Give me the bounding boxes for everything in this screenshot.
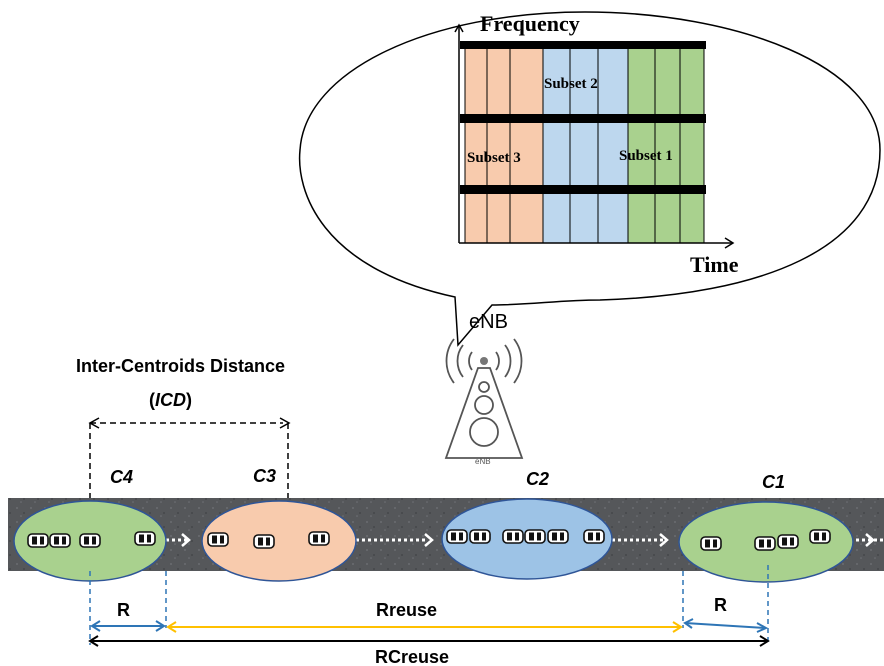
cluster-label-c2: C2 [526, 469, 549, 489]
rreuse-label: Rreuse [376, 600, 437, 620]
enb-icon-caption: eNB [475, 457, 491, 466]
grid-band-top [460, 41, 706, 49]
car [134, 531, 156, 546]
cluster-label-c3: C3 [253, 466, 276, 486]
car [524, 529, 546, 544]
car [502, 529, 524, 544]
car [469, 529, 491, 544]
cluster-c3 [201, 500, 357, 582]
time-axis [459, 237, 735, 249]
car [809, 529, 831, 544]
subset-1-block [628, 48, 704, 243]
car [777, 534, 799, 549]
car [583, 529, 605, 544]
enb-tower-icon [444, 338, 524, 459]
car [27, 533, 49, 548]
car [207, 532, 229, 547]
icd-arrowhead-left [88, 417, 100, 429]
resource-grid [454, 23, 735, 249]
rcreuse-arrow [88, 635, 770, 647]
r-right-label: R [714, 595, 727, 615]
subset-3-label: Subset 3 [467, 150, 521, 166]
car [79, 533, 101, 548]
car [49, 533, 71, 548]
icd-abbreviation: (ICD) [149, 390, 192, 410]
subset-1-label: Subset 1 [619, 148, 673, 164]
subset-3-block [465, 48, 543, 243]
car [253, 534, 275, 549]
r-left-label: R [117, 600, 130, 620]
icd-title: Inter-Centroids Distance [76, 356, 285, 376]
frequency-axis [454, 23, 464, 243]
enb-label: eNB [469, 311, 508, 333]
frequency-label: Frequency [480, 11, 580, 36]
car [308, 531, 330, 546]
car [547, 529, 569, 544]
link-arrowheads [181, 533, 875, 547]
rreuse-arrow [166, 621, 683, 633]
car [754, 536, 776, 551]
subset-2-block [543, 48, 628, 243]
car [446, 529, 468, 544]
grid-band-bottom [460, 185, 706, 194]
distance-markers [89, 565, 769, 645]
icd-arrowhead-right [279, 417, 291, 429]
grid-band-middle [460, 114, 706, 123]
car [700, 536, 722, 551]
rcreuse-label: RCreuse [375, 647, 449, 666]
cluster-label-c1: C1 [762, 472, 785, 492]
cluster-label-c4: C4 [110, 467, 133, 487]
time-label: Time [690, 252, 739, 277]
subset-2-label: Subset 2 [544, 76, 598, 92]
r-left-arrow [90, 620, 166, 632]
r-right-arrow [683, 618, 769, 633]
